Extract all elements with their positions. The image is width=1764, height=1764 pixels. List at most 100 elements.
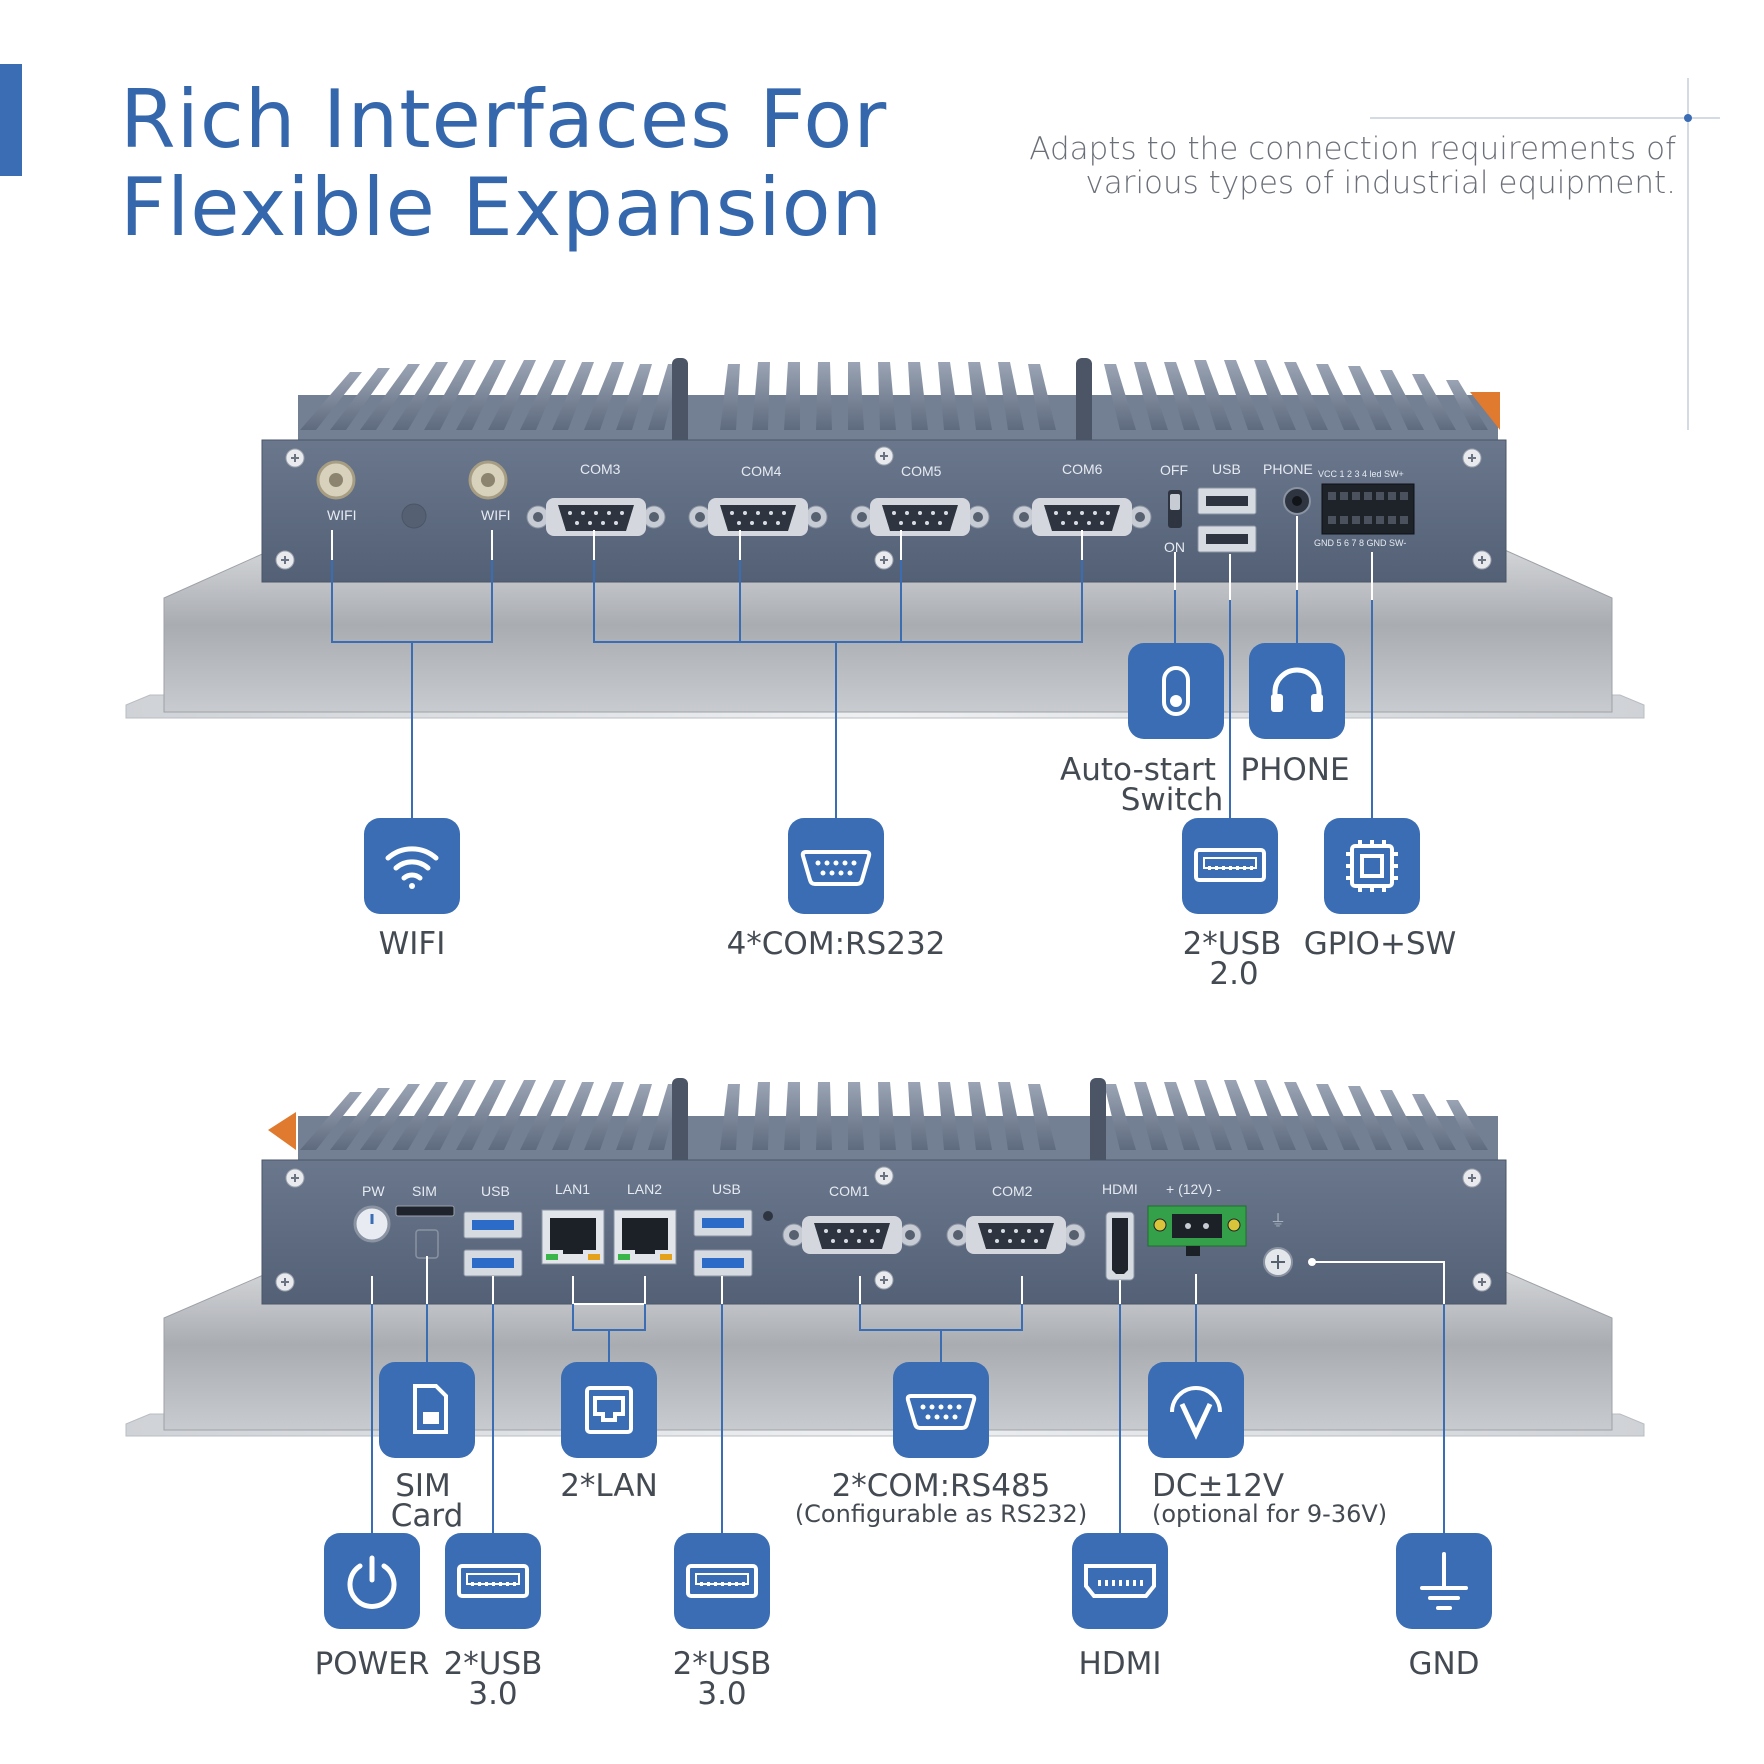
bottom-heatsink — [298, 1078, 1498, 1168]
callout-auto-start-switch: Auto-start Switch — [1060, 643, 1224, 818]
callout-hdmi: HDMI — [1072, 1533, 1168, 1682]
switch-toggle — [1170, 494, 1180, 510]
usb3-ports-a — [463, 1211, 523, 1277]
power-icon — [347, 1555, 397, 1609]
callout-label-line1: 2*USB — [444, 1646, 543, 1682]
callout-com-rs485: 2*COM:RS485 (Configurable as RS232) — [795, 1362, 1087, 1528]
gpio-bottom-label: GND 5 6 7 8 GND SW- — [1314, 538, 1406, 548]
phone-port-label: PHONE — [1263, 461, 1313, 477]
on-label: ON — [1164, 539, 1185, 555]
callout-phone: PHONE — [1240, 643, 1350, 788]
wifi-antenna-port-b — [468, 460, 508, 500]
callout-label: PHONE — [1240, 752, 1349, 788]
screw-icon — [285, 448, 305, 468]
callout-label: 2*LAN — [560, 1468, 658, 1504]
bottom-orange-corner — [268, 1112, 296, 1150]
ground-symbol-icon: ⏚ — [1270, 1211, 1286, 1230]
gpio-top-label: VCC 1 2 3 4 led SW+ — [1318, 469, 1404, 479]
callout-label-line1: 2*USB — [1183, 926, 1282, 962]
decor-hole — [401, 503, 427, 529]
callout-label: DC±12V — [1152, 1468, 1284, 1504]
bottom-device: PW SIM USB LAN1 LAN2 USB COM1 COM2 HDMI … — [125, 1078, 1645, 1437]
lan1-port — [541, 1209, 605, 1265]
com4-port — [688, 497, 828, 537]
callout-label-line1: SIM — [395, 1468, 451, 1504]
headphones-icon — [1271, 667, 1323, 712]
ground-icon — [1420, 1552, 1468, 1610]
callout-dc-power: DC±12V (optional for 9-36V) — [1148, 1362, 1387, 1528]
com6-port-label: COM6 — [1062, 461, 1103, 477]
hdmi-port-label: HDMI — [1102, 1181, 1138, 1197]
ethernet-icon — [585, 1386, 633, 1434]
accent-bar — [0, 64, 22, 176]
gpio-terminal — [1321, 483, 1415, 535]
callout-wifi: WIFI — [364, 818, 460, 962]
screw-icon — [874, 1270, 894, 1290]
power-button — [353, 1205, 391, 1243]
ground-screw — [1263, 1247, 1293, 1277]
callout-usb2: 2*USB 2.0 — [1182, 818, 1281, 992]
com2-port — [946, 1215, 1086, 1255]
com5-port-label: COM5 — [901, 463, 942, 479]
callout-label: 2*COM:RS485 — [832, 1468, 1051, 1504]
screw-icon — [275, 1272, 295, 1292]
pw-port-label: PW — [362, 1183, 385, 1199]
usb-port-icon — [1194, 848, 1266, 882]
usb3-a-port-label: USB — [481, 1183, 510, 1199]
callout-label: GPIO+SW — [1304, 926, 1457, 962]
title-line-1: Rich Interfaces For — [120, 73, 888, 166]
com2-port-label: COM2 — [992, 1183, 1033, 1199]
callout-label-line2: 2.0 — [1209, 956, 1258, 992]
decor-dot — [1684, 114, 1692, 122]
callout-gnd: GND — [1396, 1533, 1492, 1682]
usb3-b-port-label: USB — [712, 1181, 741, 1197]
com4-port-label: COM4 — [741, 463, 782, 479]
screw-icon — [874, 1166, 894, 1186]
bottom-leader-lines — [371, 1256, 1445, 1533]
toggle-switch-icon — [1162, 666, 1190, 716]
sim-card-icon — [413, 1384, 448, 1434]
screw-icon — [275, 550, 295, 570]
wifi-antenna-port-a — [316, 460, 356, 500]
top-leader-lines — [331, 516, 1373, 818]
wifi-port-label-b: WIFI — [481, 507, 511, 523]
callout-power: POWER — [315, 1533, 430, 1682]
com3-port-label: COM3 — [580, 461, 621, 477]
usb-port-icon — [457, 1564, 529, 1598]
sim-port-label: SIM — [412, 1183, 437, 1199]
com1-port-label: COM1 — [829, 1183, 870, 1199]
callout-sublabel: (Configurable as RS232) — [795, 1500, 1087, 1528]
lan1-port-label: LAN1 — [555, 1181, 590, 1197]
callout-label-line2: 3.0 — [468, 1676, 517, 1712]
usb2-port-label: USB — [1212, 461, 1241, 477]
usb-port-icon — [686, 1564, 758, 1598]
sim-slot — [395, 1205, 455, 1217]
lan2-port-label: LAN2 — [627, 1181, 662, 1197]
callout-label-line2: 3.0 — [697, 1676, 746, 1712]
callout-lan: 2*LAN — [560, 1362, 658, 1504]
callout-com-rs232: 4*COM:RS232 — [727, 818, 946, 962]
wifi-port-label-a: WIFI — [327, 507, 357, 523]
subtitle-line-1: Adapts to the connection requirements of — [1029, 131, 1676, 167]
serial-port-icon — [800, 850, 872, 886]
callout-label: POWER — [315, 1646, 430, 1682]
subtitle-line-2: various types of industrial equipment. — [1085, 165, 1676, 201]
callout-label: GND — [1408, 1646, 1479, 1682]
dc-power-terminal — [1147, 1205, 1247, 1256]
off-label: OFF — [1160, 462, 1188, 478]
page-title: Rich Interfaces For Flexible Expansion — [120, 76, 887, 252]
callout-label-line1: Auto-start — [1060, 752, 1216, 788]
screw-icon — [874, 550, 894, 570]
callout-usb3-b: 2*USB 3.0 — [673, 1533, 771, 1712]
callout-label: WIFI — [379, 926, 446, 962]
screw-icon — [1472, 550, 1492, 570]
callout-label: 4*COM:RS232 — [727, 926, 946, 962]
callout-label: HDMI — [1078, 1646, 1161, 1682]
subtitle: Adapts to the connection requirements of… — [1029, 132, 1676, 200]
screw-icon — [874, 446, 894, 466]
top-device: WIFI WIFI COM3 COM4 COM5 COM6 OFF ON USB… — [125, 358, 1645, 719]
com1-port — [782, 1215, 922, 1255]
callout-label-line2: Card — [391, 1498, 464, 1534]
screw-icon — [285, 1168, 305, 1188]
